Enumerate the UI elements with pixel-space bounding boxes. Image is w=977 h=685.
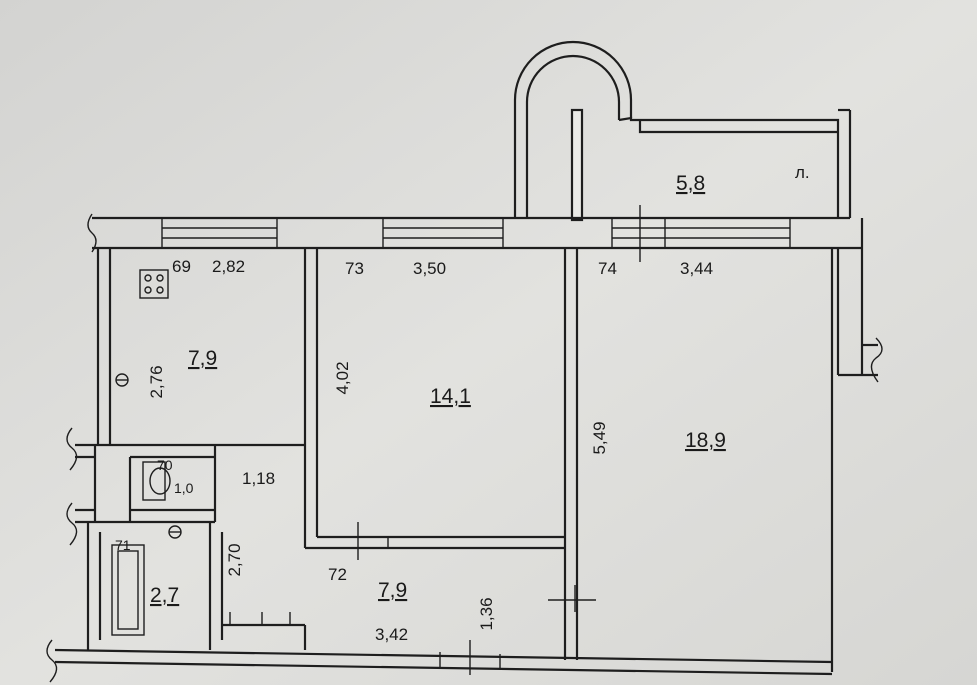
hall-area: 7,9 [378, 579, 407, 602]
bathroom-area: 2,7 [150, 584, 179, 607]
hall-width-dim: 3,42 [375, 625, 408, 644]
bedroom-area: 18,9 [685, 429, 726, 452]
bedroom-width-dim: 3,44 [680, 259, 713, 278]
balcony-mark: л. [795, 163, 810, 182]
kitchen-riser-icon [115, 373, 129, 387]
window-kitchen [161, 217, 278, 249]
kitchen-wall-dim: 69 [172, 257, 191, 276]
window-bedroom [611, 205, 791, 262]
bottom-exterior-wall [46, 639, 834, 683]
bathroom-depth-dim: 2,70 [225, 543, 244, 576]
interior-walls [93, 248, 596, 660]
balcony-area: 5,8 [676, 172, 705, 195]
living-wall-dim: 73 [345, 259, 364, 278]
kitchen-area: 7,9 [188, 347, 217, 370]
living-area: 14,1 [430, 385, 471, 408]
bathtub-icon [111, 544, 145, 636]
hall-depth-dim: 1,36 [477, 597, 496, 630]
bedroom-wall-dim: 74 [598, 259, 617, 278]
left-exterior-wall [66, 248, 305, 650]
hall-wall-dim: 72 [328, 565, 347, 584]
window-living [382, 217, 504, 249]
wc-width-dim: 1,18 [242, 469, 275, 488]
wc-area: 1,0 [174, 480, 194, 496]
toilet-icon [142, 461, 171, 501]
kitchen-width-dim: 2,82 [212, 257, 245, 276]
right-exterior-wall [830, 248, 883, 658]
stove-icon [139, 269, 169, 299]
living-depth-dim: 4,02 [333, 361, 352, 394]
bath-riser-icon [168, 525, 182, 539]
bedroom-depth-dim: 5,49 [590, 421, 609, 454]
bathroom-wall-dim: 71 [115, 537, 131, 553]
top-exterior-wall [87, 205, 864, 262]
balcony-outline [513, 40, 852, 222]
living-width-dim: 3,50 [413, 259, 446, 278]
wc-wall-dim: 70 [157, 457, 173, 473]
kitchen-depth-dim: 2,76 [147, 365, 166, 398]
